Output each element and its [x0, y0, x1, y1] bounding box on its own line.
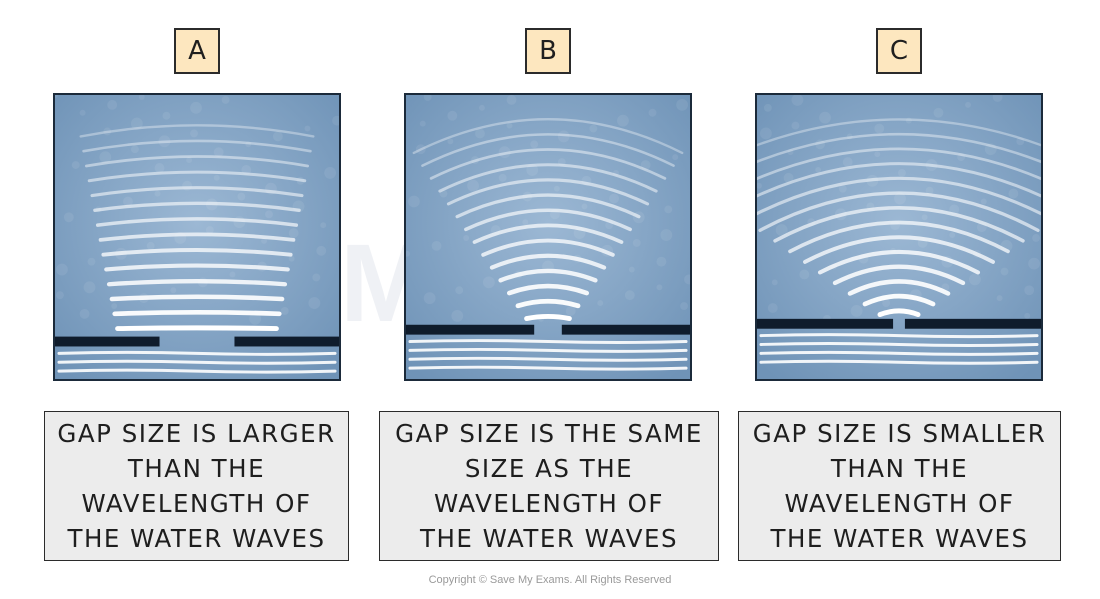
ripple-tank-b — [404, 93, 692, 381]
wavefront — [481, 238, 615, 257]
wavefront — [757, 162, 1041, 198]
wavefront — [757, 176, 1041, 216]
barrier-right — [561, 324, 690, 335]
caption-a-line-2: THAN THE — [127, 454, 266, 483]
wavefront — [498, 268, 598, 283]
caption-c-line-3: WAVELENGTH OF — [784, 489, 1015, 518]
wavefront — [90, 186, 304, 198]
incident-wave — [759, 350, 1039, 356]
caption-a-line-4: THE WATER WAVES — [67, 524, 326, 553]
wavefront — [524, 313, 572, 322]
incident-wave — [759, 333, 1039, 339]
barrier-left — [406, 324, 535, 335]
wavefront — [847, 279, 951, 296]
panel-c-label: C — [876, 28, 922, 74]
wavefront — [515, 298, 581, 309]
incident-wave — [57, 350, 337, 356]
wavefront — [506, 283, 590, 296]
wavefront — [446, 178, 650, 206]
incident-wave — [408, 356, 688, 362]
wavefront — [82, 139, 312, 153]
wavefront — [412, 118, 684, 155]
ripple-tank-c-image — [757, 95, 1041, 379]
wavefront — [455, 193, 641, 219]
wavefront — [112, 309, 282, 317]
wavefront — [757, 118, 1041, 147]
wavefront — [79, 124, 315, 138]
ripple-tank-a-image — [55, 95, 339, 379]
wavefront — [773, 206, 1025, 243]
caption-b-line-4: THE WATER WAVES — [419, 524, 679, 553]
wavefront — [84, 155, 310, 168]
wavefront — [98, 232, 296, 242]
wavefront — [115, 325, 279, 332]
wavefront — [758, 191, 1040, 232]
barrier-right — [904, 318, 1041, 329]
wavefront — [109, 294, 285, 302]
wavefront — [93, 201, 301, 212]
wavefront — [788, 220, 1010, 254]
wavefront — [757, 132, 1041, 164]
wavefront — [95, 217, 299, 227]
wavefront — [757, 147, 1041, 181]
caption-b-line-1: GAP SIZE IS THE SAME — [395, 419, 703, 448]
copyright-notice: Copyright © Save My Exams. All Rights Re… — [428, 574, 672, 586]
caption-a-line-1: GAP SIZE IS LARGER — [57, 419, 336, 448]
ripple-tank-b-image — [406, 95, 690, 379]
wavefront — [877, 308, 921, 318]
barrier-left — [55, 336, 160, 347]
panel-a-label: A — [174, 28, 220, 74]
caption-a-line-3: WAVELENGTH OF — [81, 489, 312, 518]
caption-c-line-4: THE WATER WAVES — [770, 524, 1029, 553]
incident-wave — [759, 342, 1039, 347]
barrier-right — [234, 336, 339, 347]
wavefront — [104, 263, 290, 272]
wavefront — [489, 253, 607, 270]
panel-b-label: B — [525, 28, 571, 74]
water-surface — [55, 95, 339, 379]
incident-wave — [408, 339, 688, 344]
incident-wave — [759, 359, 1039, 365]
caption-b: GAP SIZE IS THE SAME SIZE AS THE WAVELEN… — [379, 411, 719, 561]
wavefront — [106, 278, 288, 287]
wavefront — [438, 163, 658, 193]
wavefront — [817, 249, 981, 275]
wavefront — [421, 133, 675, 167]
wavefront — [429, 148, 667, 180]
wavefront — [862, 293, 936, 307]
caption-c: GAP SIZE IS SMALLER THAN THE WAVELENGTH … — [738, 411, 1061, 561]
barrier-left — [757, 318, 894, 329]
wavefront — [464, 208, 632, 232]
caption-a: GAP SIZE IS LARGER THAN THE WAVELENGTH O… — [44, 411, 349, 561]
wavefront — [832, 264, 966, 286]
incident-wave — [57, 359, 337, 365]
caption-b-line-2: SIZE AS THE — [464, 454, 634, 483]
caption-c-line-1: GAP SIZE IS SMALLER — [752, 419, 1047, 448]
ripple-tank-c — [755, 93, 1043, 381]
wavefront — [87, 170, 307, 183]
incident-wave — [408, 347, 688, 353]
wavefront — [101, 248, 293, 257]
incident-wave — [408, 365, 688, 371]
caption-b-line-3: WAVELENGTH OF — [434, 489, 664, 518]
incident-wave — [57, 368, 337, 374]
wavefront — [472, 223, 624, 244]
ripple-tank-a — [53, 93, 341, 381]
caption-c-line-2: THAN THE — [830, 454, 969, 483]
wavefront — [803, 235, 995, 264]
